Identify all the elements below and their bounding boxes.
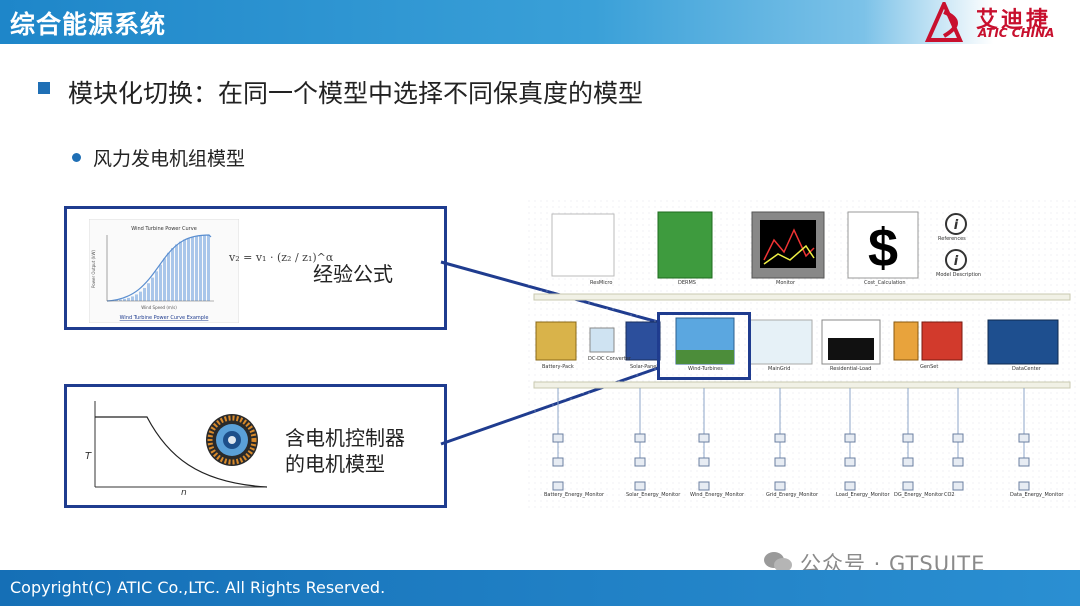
motor-stator-icon — [206, 414, 258, 466]
energy-monitor-label: Wind_Energy_Monitor — [690, 492, 745, 498]
block-label-datacenter: DataCenter — [1012, 366, 1041, 372]
energy-monitor-label: Data_Energy_Monitor — [1010, 492, 1064, 498]
energy-monitor-label: CO2 — [944, 492, 955, 498]
torque-speed-curve: T n — [85, 401, 267, 495]
main-heading: 模块化切换：在同一个模型中选择不同保真度的模型 — [68, 79, 644, 108]
block-label-dcdc: DC-DC Converter — [588, 356, 631, 362]
block-label-model-description: Model Description — [936, 272, 982, 278]
company-logo: 艾迪捷 ATIC CHINA — [924, 0, 1074, 42]
block-label-battery: Battery-Pack — [542, 364, 574, 370]
power-curve-chart: Wind Turbine Power Curve Wind Speed (m/s… — [89, 219, 239, 323]
footer-bar: Copyright(C) ATIC Co.,LTC. All Rights Re… — [0, 570, 1080, 606]
svg-text:i: i — [954, 254, 959, 269]
subheading-bullet-dot — [72, 153, 81, 162]
block-label-genset: GenSet — [920, 364, 939, 370]
motor-label-line1: 含电机控制器 — [285, 426, 405, 450]
block-label-references: References — [938, 236, 966, 242]
block-label-resmicro: ResMicro — [590, 280, 613, 286]
chart-ylabel: Power Output (kW) — [91, 250, 96, 288]
page-title: 综合能源系统 — [10, 10, 167, 39]
copyright-text: Copyright(C) ATIC Co.,LTC. All Rights Re… — [10, 578, 386, 597]
system-model-diagram: $ i i ResMicro DERMS Monitor Cost_Calcul… — [528, 200, 1076, 512]
block-label-residential: Residential-Load — [830, 366, 872, 372]
wind-turbine-selection-frame[interactable] — [657, 312, 751, 380]
diagram-canvas: $ i i — [528, 200, 1076, 512]
block-label-derms: DERMS — [678, 280, 696, 286]
motor-label-line2: 的电机模型 — [285, 452, 385, 476]
chart-caption: Wind Turbine Power Curve Example — [120, 315, 209, 321]
energy-monitor-label: Load_Energy_Monitor — [836, 492, 890, 498]
empirical-label: 经验公式 — [313, 262, 393, 286]
svg-text:i: i — [954, 218, 959, 233]
energy-monitor-label: DG_Energy_Monitor — [894, 492, 944, 498]
wind-formula: v₂ = v₁ · (z₂ / z₁)^α — [229, 251, 334, 264]
motor-model-box: T n 含电机控制器 的电机模型 — [64, 384, 447, 508]
chart-xlabel: Wind Speed (m/s) — [141, 305, 177, 310]
block-label-monitor: Monitor — [776, 280, 796, 286]
chart-title: Wind Turbine Power Curve — [131, 226, 197, 232]
derms-block — [657, 211, 713, 279]
empirical-model-box: Wind Turbine Power Curve Wind Speed (m/s… — [64, 206, 447, 330]
heading-bullet-square — [38, 82, 50, 94]
energy-monitor-label: Battery_Energy_Monitor — [544, 492, 605, 498]
wechat-icon — [764, 552, 792, 572]
logo-text-cn: 艾迪捷 — [976, 8, 1052, 33]
energy-monitor-label: Grid_Energy_Monitor — [766, 492, 819, 498]
header-bar: 综合能源系统 — [0, 0, 1080, 44]
subheading: 风力发电机组模型 — [93, 148, 246, 170]
block-label-wind: Wind-Turbines — [688, 366, 723, 372]
block-label-cost: Cost_Calculation — [864, 280, 906, 286]
atic-logo-icon — [924, 0, 964, 42]
axis-y-label: T — [85, 451, 92, 462]
cost-block — [847, 211, 919, 279]
svg-text:$: $ — [868, 218, 898, 278]
axis-x-label: n — [181, 488, 187, 495]
block-label-solar: Solar-Panel — [630, 364, 658, 370]
energy-monitor-label: Solar_Energy_Monitor — [626, 492, 681, 498]
block-label-maingrid: MainGrid — [768, 366, 791, 372]
logo-text-en: ATIC CHINA — [978, 26, 1055, 40]
